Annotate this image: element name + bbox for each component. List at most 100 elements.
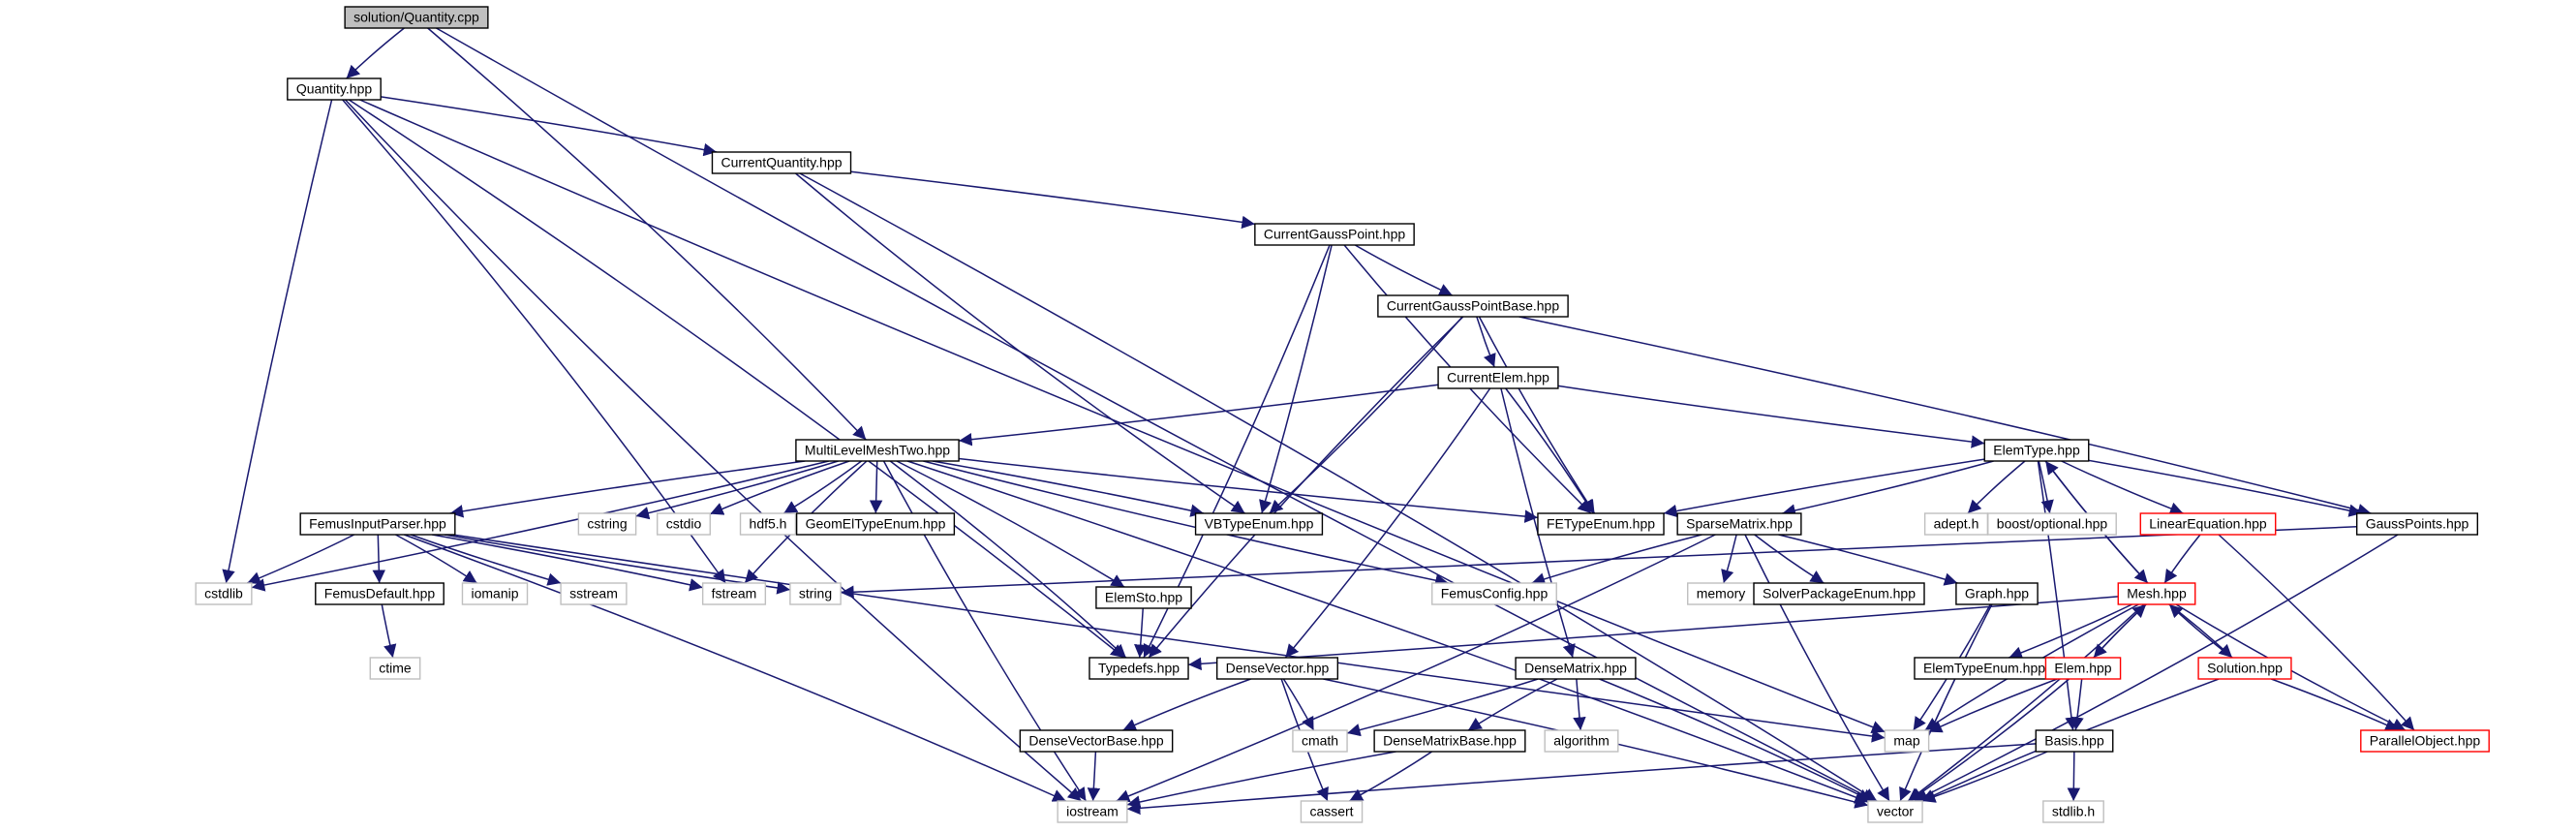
node-memory[interactable]: memory <box>1687 582 1755 605</box>
node-fstream[interactable]: fstream <box>701 582 767 605</box>
edge-multilevelmeshtwo-to-femusinputparser <box>449 460 806 518</box>
node-boostoptional[interactable]: boost/optional.hpp <box>1987 512 2117 536</box>
edge-sparsematrix-to-vector <box>1744 534 1890 802</box>
edge-quantity_cpp-to-vector <box>436 27 1876 802</box>
edge-elemtype-to-boostoptional <box>2038 460 2054 514</box>
edge-multilevelmeshtwo-to-cstdlib <box>251 460 830 592</box>
edge-densematrix-to-densematrixbase <box>1467 678 1558 731</box>
node-label-densevector: DenseVector.hpp <box>1226 661 1330 676</box>
edge-quantity_hpp-to-map <box>359 99 1886 733</box>
node-sparsematrix[interactable]: SparseMatrix.hpp <box>1676 512 1802 536</box>
edge-femusdefault-to-ctime <box>381 603 397 659</box>
node-stdlib[interactable]: stdlib.h <box>2042 800 2104 823</box>
edge-basis-to-iostream <box>1126 743 2037 816</box>
node-densematrix[interactable]: DenseMatrix.hpp <box>1515 657 1637 680</box>
edge-quantity_hpp-to-iostream <box>345 99 1082 802</box>
node-label-quantity_hpp: Quantity.hpp <box>296 81 373 97</box>
node-currentgausspointbase[interactable]: CurrentGaussPointBase.hpp <box>1377 294 1569 318</box>
node-label-algorithm: algorithm <box>1553 733 1610 749</box>
node-adept[interactable]: adept.h <box>1923 512 1989 536</box>
node-box-cstring <box>577 512 637 536</box>
node-label-vector: vector <box>1877 804 1914 819</box>
node-label-densematrixbase: DenseMatrixBase.hpp <box>1383 733 1517 749</box>
node-vector[interactable]: vector <box>1867 800 1923 823</box>
node-basis[interactable]: Basis.hpp <box>2035 729 2114 753</box>
edge-multilevelmeshtwo-to-cstdio <box>709 460 850 515</box>
node-string[interactable]: string <box>789 582 842 605</box>
node-cassert[interactable]: cassert <box>1300 800 1364 823</box>
node-currentgausspoint[interactable]: CurrentGaussPoint.hpp <box>1254 223 1415 246</box>
node-parallelobject[interactable]: ParallelObject.hpp <box>2360 729 2490 753</box>
node-vbtypeenum[interactable]: VBTypeEnum.hpp <box>1194 512 1324 536</box>
node-algorithm[interactable]: algorithm <box>1544 729 1619 753</box>
node-label-currentgausspoint: CurrentGaussPoint.hpp <box>1264 227 1406 242</box>
node-box-currentelem <box>1437 366 1559 389</box>
edge-currentgausspointbase-to-typedefs <box>1148 316 1464 659</box>
node-label-map: map <box>1893 733 1919 749</box>
node-currentelem[interactable]: CurrentElem.hpp <box>1437 366 1559 389</box>
edge-currentgausspoint-to-vbtypeenum <box>1259 244 1333 514</box>
edge-densevectorbase-to-iostream <box>1087 751 1101 802</box>
node-typedefs[interactable]: Typedefs.hpp <box>1089 657 1189 680</box>
node-label-geomeltypeenum: GeomElTypeEnum.hpp <box>806 516 946 532</box>
node-multilevelmeshtwo[interactable]: MultiLevelMeshTwo.hpp <box>795 439 960 462</box>
node-mesh[interactable]: Mesh.hpp <box>2117 582 2196 605</box>
node-label-adept: adept.h <box>1934 516 1979 532</box>
node-hdf5[interactable]: hdf5.h <box>739 512 797 536</box>
edge-currentquantity-to-currentgausspoint <box>850 170 1255 230</box>
node-ctime[interactable]: ctime <box>369 657 421 680</box>
node-geomeltypeenum[interactable]: GeomElTypeEnum.hpp <box>795 512 956 536</box>
node-iostream[interactable]: iostream <box>1057 800 1128 823</box>
node-cstring[interactable]: cstring <box>577 512 637 536</box>
node-solution[interactable]: Solution.hpp <box>2197 657 2292 680</box>
node-box-currentgausspointbase <box>1377 294 1569 318</box>
edge-densematrix-to-vector <box>1599 678 1872 802</box>
node-gausspoints[interactable]: GaussPoints.hpp <box>2355 512 2479 536</box>
node-cstdlib[interactable]: cstdlib <box>195 582 253 605</box>
node-currentquantity[interactable]: CurrentQuantity.hpp <box>711 151 852 174</box>
node-label-currentquantity: CurrentQuantity.hpp <box>721 155 842 170</box>
node-box-femusconfig <box>1431 582 1557 605</box>
node-iomanip[interactable]: iomanip <box>461 582 529 605</box>
edge-mesh-to-elemtypeenum <box>2009 603 2132 660</box>
edge-multilevelmeshtwo-to-cstring <box>635 460 839 520</box>
node-elem[interactable]: Elem.hpp <box>2044 657 2122 680</box>
node-femusdefault[interactable]: FemusDefault.hpp <box>315 582 445 605</box>
node-linearequation[interactable]: LinearEquation.hpp <box>2139 512 2277 536</box>
node-cstdio[interactable]: cstdio <box>657 512 711 536</box>
edge-mesh-to-vector <box>1907 603 2145 802</box>
node-graph[interactable]: Graph.hpp <box>1955 582 2039 605</box>
node-label-elemtype: ElemType.hpp <box>1993 443 2080 458</box>
node-femusconfig[interactable]: FemusConfig.hpp <box>1431 582 1557 605</box>
node-elemsto[interactable]: ElemSto.hpp <box>1095 586 1192 609</box>
node-label-basis: Basis.hpp <box>2044 733 2104 749</box>
node-label-cstdlib: cstdlib <box>204 586 243 601</box>
edge-currentelem-to-fetypeenum <box>1505 387 1594 514</box>
node-elemtypeenum[interactable]: ElemTypeEnum.hpp <box>1914 657 2055 680</box>
node-box-vector <box>1867 800 1923 823</box>
node-fetypeenum[interactable]: FETypeEnum.hpp <box>1537 512 1665 536</box>
node-box-cstdlib <box>195 582 253 605</box>
node-box-femusdefault <box>315 582 445 605</box>
node-sstream[interactable]: sstream <box>560 582 628 605</box>
node-label-gausspoints: GaussPoints.hpp <box>2366 516 2469 532</box>
node-quantity_hpp[interactable]: Quantity.hpp <box>287 77 382 101</box>
node-box-currentquantity <box>711 151 852 174</box>
edge-multilevelmeshtwo-to-iostream <box>882 460 1088 802</box>
node-densematrixbase[interactable]: DenseMatrixBase.hpp <box>1373 729 1526 753</box>
node-densevectorbase[interactable]: DenseVectorBase.hpp <box>1019 729 1174 753</box>
node-box-basis <box>2035 729 2114 753</box>
node-label-hdf5: hdf5.h <box>750 516 787 532</box>
node-map[interactable]: map <box>1884 729 1930 753</box>
node-label-iomanip: iomanip <box>471 586 518 601</box>
node-densevector[interactable]: DenseVector.hpp <box>1215 657 1339 680</box>
node-label-femusdefault: FemusDefault.hpp <box>324 586 436 601</box>
edge-multilevelmeshtwo-to-geomeltypeenum <box>869 460 883 514</box>
node-box-typedefs <box>1089 657 1189 680</box>
edge-multilevelmeshtwo-to-typedefs <box>889 460 1127 659</box>
node-cmath[interactable]: cmath <box>1292 729 1348 753</box>
node-elemtype[interactable]: ElemType.hpp <box>1983 439 2090 462</box>
node-femusinputparser[interactable]: FemusInputParser.hpp <box>299 512 456 536</box>
node-solverpackageenum[interactable]: SolverPackageEnum.hpp <box>1753 582 1925 605</box>
edge-multilevelmeshtwo-to-fetypeenum <box>959 457 1539 523</box>
